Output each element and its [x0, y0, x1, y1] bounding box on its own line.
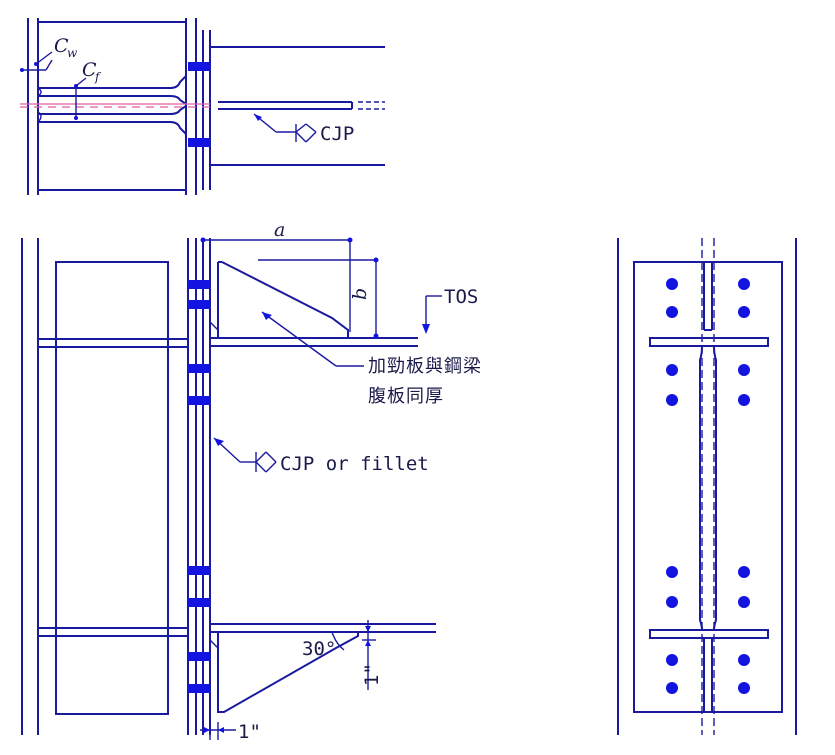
bolt-icon [738, 566, 750, 578]
bolt-icon [738, 306, 750, 318]
cjp-top-label: CJP [320, 123, 354, 145]
dim-a-label: a [274, 219, 285, 241]
bolt-icon [666, 278, 678, 290]
bolt-icon [738, 364, 750, 376]
cf-label: C [82, 59, 97, 81]
bolt-icon [666, 566, 678, 578]
bolt-icon [666, 394, 678, 406]
bolt-icon [738, 654, 750, 666]
tos-label: TOS [444, 286, 478, 308]
stiffener-note-line1: 加勁板與鋼梁 [368, 356, 482, 377]
angle-label: 30° [302, 638, 336, 660]
bolt-icon [666, 364, 678, 376]
cjp-or-fillet-label: CJP or fillet [280, 453, 429, 475]
cw-subscript: w [67, 46, 78, 60]
dim-1in-bottom-label: 1" [238, 721, 261, 743]
left-elevation-view: a b TOS 加勁板與鋼梁 腹板同厚 CJP or fillet [21, 219, 482, 743]
right-end-view [617, 238, 797, 735]
bolt-icon [738, 596, 750, 608]
stiffener-note-line2: 腹板同厚 [368, 386, 444, 407]
dim-1in-right-label: 1" [361, 663, 383, 686]
cw-label: C [54, 35, 69, 57]
bolt-icon [738, 278, 750, 290]
dim-b-label: b [349, 288, 371, 300]
bolt-icon [666, 682, 678, 694]
top-plan-view: C w C f CJP [20, 18, 385, 195]
bolt-icon [738, 394, 750, 406]
bolt-icon [666, 596, 678, 608]
bolt-icon [666, 654, 678, 666]
bolt-icon [738, 682, 750, 694]
bolt-icon [666, 306, 678, 318]
cf-subscript: f [94, 70, 102, 84]
